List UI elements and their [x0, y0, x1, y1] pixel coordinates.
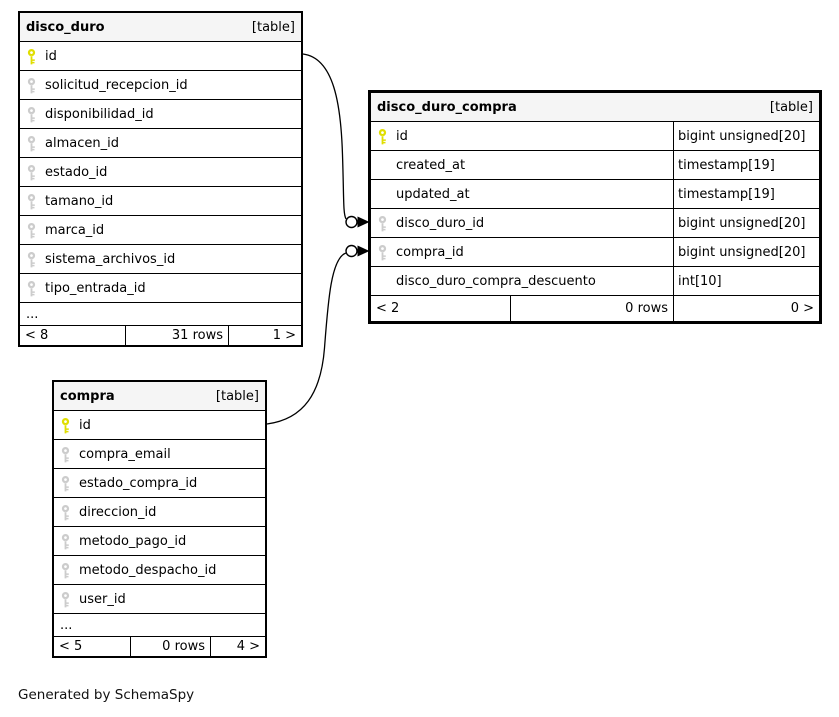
gray-key-icon — [26, 135, 37, 152]
table-row: almacen_id — [20, 129, 301, 158]
gray-key-icon — [26, 222, 37, 239]
table-row: updated_at timestamp[19] — [371, 180, 819, 209]
gray-key-icon — [26, 251, 37, 268]
column-name: metodo_despacho_id — [79, 562, 217, 578]
table-badge: [table] — [215, 388, 259, 404]
table-row: tamano_id — [20, 187, 301, 216]
generated-by-note: Generated by SchemaSpy — [18, 687, 195, 703]
relationship-line-disco-duro-id — [302, 53, 347, 220]
column-name: tamano_id — [45, 193, 114, 209]
column-name: compra_email — [79, 446, 171, 462]
footer-next-pager[interactable]: 4 > — [210, 637, 265, 656]
relationship-circle-icon — [345, 244, 358, 258]
table-disco-duro: disco_duro [table] id solicitud_recepcio… — [18, 11, 303, 347]
column-name: almacen_id — [45, 135, 119, 151]
table-name[interactable]: disco_duro_compra — [377, 99, 517, 115]
column-name: estado_compra_id — [79, 475, 198, 491]
column-name: sistema_archivos_id — [45, 251, 176, 267]
table-row: created_at timestamp[19] — [371, 151, 819, 180]
gray-key-icon — [60, 591, 71, 608]
footer-next-pager[interactable]: 1 > — [228, 326, 301, 345]
table-badge: [table] — [251, 19, 295, 35]
column-name: estado_id — [45, 164, 108, 180]
table-name[interactable]: compra — [60, 388, 115, 404]
column-name: direccion_id — [79, 504, 157, 520]
table-badge: [table] — [769, 99, 813, 115]
table-row: id — [20, 42, 301, 71]
table-footer: < 2 0 rows 0 > — [371, 296, 819, 321]
table-footer: < 8 31 rows 1 > — [20, 326, 301, 345]
primary-key-icon — [60, 417, 71, 434]
table-row: disco_duro_compra_descuento int[10] — [371, 267, 819, 296]
more-columns-ellipsis[interactable]: ... — [20, 303, 301, 326]
primary-key-icon — [377, 128, 388, 145]
table-row: marca_id — [20, 216, 301, 245]
table-row: compra_email — [54, 440, 265, 469]
gray-key-icon — [60, 475, 71, 492]
gray-key-icon — [26, 280, 37, 297]
table-row: disponibilidad_id — [20, 100, 301, 129]
column-name: marca_id — [45, 222, 105, 238]
table-row: metodo_despacho_id — [54, 556, 265, 585]
column-type: timestamp[19] — [673, 180, 819, 208]
primary-key-icon — [26, 48, 37, 65]
column-type: int[10] — [673, 267, 819, 295]
footer-prev-pager[interactable]: < 2 — [376, 301, 400, 316]
gray-key-icon — [60, 533, 71, 550]
table-row: solicitud_recepcion_id — [20, 71, 301, 100]
table-row: tipo_entrada_id — [20, 274, 301, 303]
gray-key-icon — [60, 504, 71, 521]
table-row: user_id — [54, 585, 265, 614]
table-row: compra_id bigint unsigned[20] — [371, 238, 819, 267]
footer-prev-pager[interactable]: < 5 — [59, 639, 83, 654]
table-row: id — [54, 411, 265, 440]
table-header[interactable]: disco_duro [table] — [20, 13, 301, 42]
column-name: solicitud_recepcion_id — [45, 77, 188, 93]
table-row: sistema_archivos_id — [20, 245, 301, 274]
column-type: bigint unsigned[20] — [673, 238, 819, 266]
more-columns-ellipsis[interactable]: ... — [54, 614, 265, 637]
gray-key-icon — [26, 106, 37, 123]
gray-key-icon — [60, 446, 71, 463]
column-name: id — [396, 128, 408, 144]
column-type: bigint unsigned[20] — [673, 122, 819, 150]
column-name: disponibilidad_id — [45, 106, 154, 122]
gray-key-icon — [26, 77, 37, 94]
gray-key-icon — [26, 164, 37, 181]
gray-key-icon — [26, 193, 37, 210]
column-name: metodo_pago_id — [79, 533, 187, 549]
gray-key-icon — [60, 562, 71, 579]
column-name: disco_duro_compra_descuento — [396, 273, 596, 289]
table-header[interactable]: disco_duro_compra [table] — [371, 93, 819, 122]
table-footer: < 5 0 rows 4 > — [54, 637, 265, 656]
column-type: bigint unsigned[20] — [673, 209, 819, 237]
table-compra: compra [table] id compra_email estado_co… — [52, 380, 267, 658]
column-name: updated_at — [396, 186, 470, 202]
column-name: id — [45, 48, 57, 64]
footer-row-count: 0 rows — [130, 637, 210, 656]
footer-next-pager[interactable]: 0 > — [673, 296, 819, 321]
column-name: compra_id — [396, 244, 464, 260]
table-name[interactable]: disco_duro — [26, 19, 105, 35]
footer-prev-pager[interactable]: < 8 — [25, 328, 49, 343]
footer-row-count: 31 rows — [125, 326, 228, 345]
gray-key-icon — [377, 215, 388, 232]
table-row: direccion_id — [54, 498, 265, 527]
column-name: tipo_entrada_id — [45, 280, 146, 296]
table-row: id bigint unsigned[20] — [371, 122, 819, 151]
relationship-circle-icon — [345, 215, 358, 229]
table-row: disco_duro_id bigint unsigned[20] — [371, 209, 819, 238]
column-name: created_at — [396, 157, 466, 173]
column-name: id — [79, 417, 91, 433]
table-header[interactable]: compra [table] — [54, 382, 265, 411]
table-row: estado_compra_id — [54, 469, 265, 498]
footer-row-count: 0 rows — [510, 296, 673, 321]
column-type: timestamp[19] — [673, 151, 819, 179]
table-row: estado_id — [20, 158, 301, 187]
column-name: user_id — [79, 591, 126, 607]
table-disco-duro-compra: disco_duro_compra [table] id bigint unsi… — [368, 90, 822, 324]
gray-key-icon — [377, 244, 388, 261]
table-row: metodo_pago_id — [54, 527, 265, 556]
column-name: disco_duro_id — [396, 215, 485, 231]
